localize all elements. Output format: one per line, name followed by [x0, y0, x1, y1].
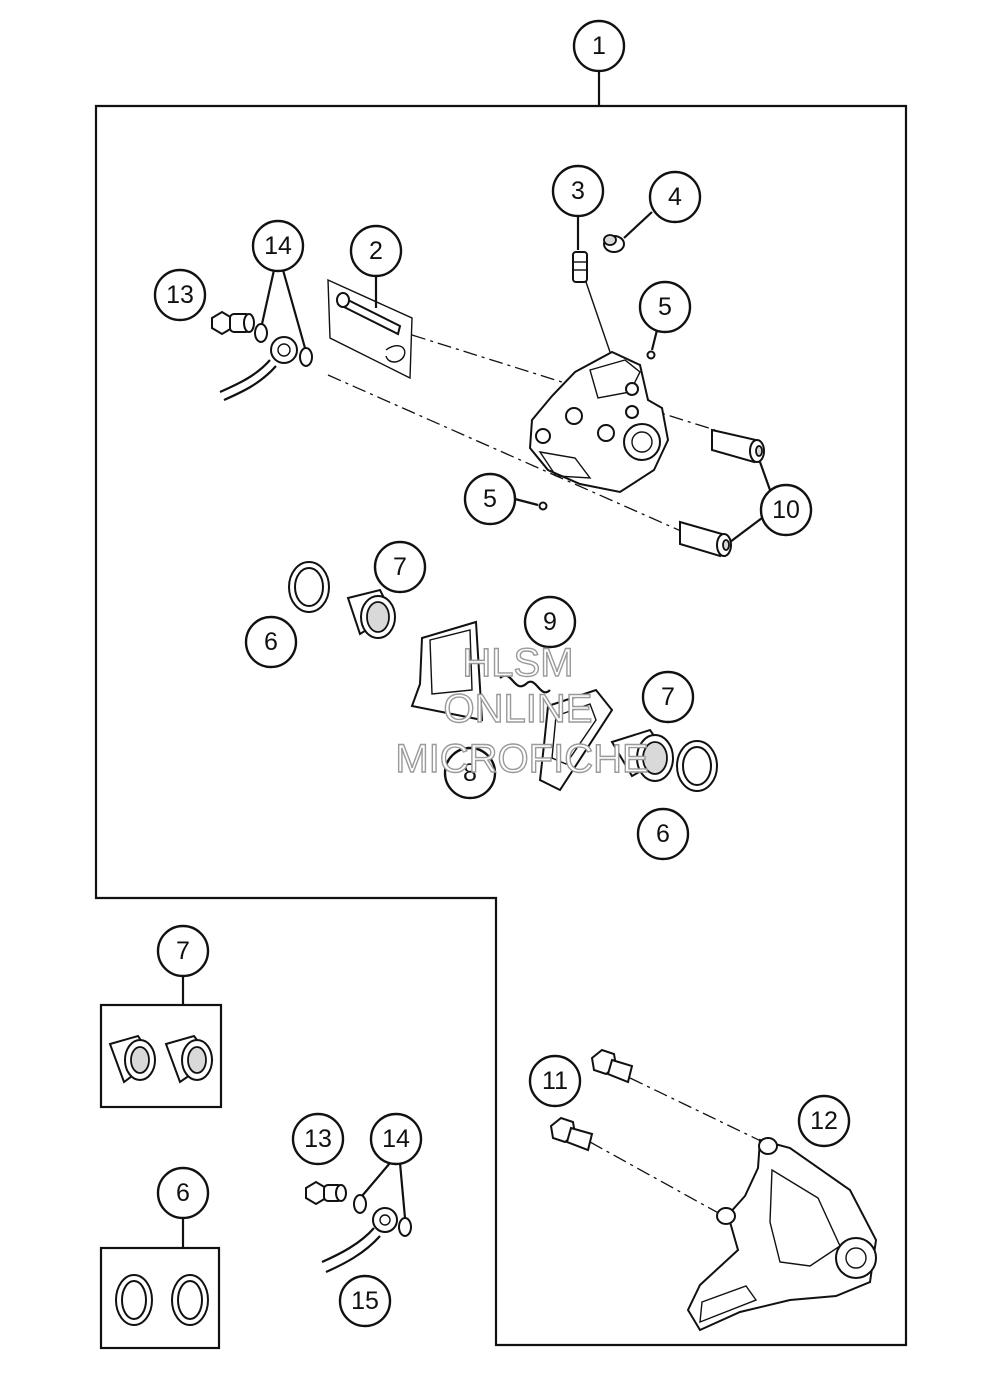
leader-10: [729, 517, 763, 543]
bleed-cap-part: [603, 234, 625, 253]
piston-part: [346, 588, 396, 639]
svg-text:6: 6: [656, 820, 670, 848]
svg-text:14: 14: [382, 1125, 410, 1153]
guide-line: [327, 374, 691, 536]
callout-9: 9: [523, 595, 577, 649]
callout-8: 8: [443, 746, 497, 800]
svg-text:13: 13: [166, 281, 194, 309]
callout-14: 14: [369, 1112, 423, 1166]
brake-pad-part: [538, 688, 614, 792]
callout-7: 7: [641, 670, 695, 724]
piston-part: [610, 728, 674, 782]
callout-5: 5: [463, 472, 517, 526]
piston-part: [164, 1034, 214, 1084]
svg-text:7: 7: [661, 683, 675, 711]
svg-text:2: 2: [369, 237, 383, 265]
callout-10: 10: [759, 483, 813, 537]
callout-7: 7: [373, 540, 427, 594]
leader-14: [361, 1162, 391, 1197]
callout-3: 3: [551, 164, 605, 218]
callout-6: 6: [244, 615, 298, 669]
svg-text:HLSM: HLSM: [462, 641, 573, 685]
svg-text:13: 13: [304, 1125, 332, 1153]
leader-14: [281, 269, 307, 349]
piston-kit-box: [99, 1003, 223, 1109]
callout-15: 15: [338, 1274, 392, 1328]
callout-1: 1: [572, 19, 626, 73]
svg-text:4: 4: [668, 183, 682, 211]
svg-text:5: 5: [483, 485, 497, 513]
leader-10: [758, 461, 772, 491]
o-ring-part: [538, 501, 548, 511]
seal-ring-part: [299, 347, 313, 367]
mounting-bolt-part: [590, 1048, 634, 1084]
bleed-valve-part: [572, 251, 611, 353]
leader-5: [514, 497, 539, 507]
callout-2: 2: [349, 224, 403, 278]
svg-text:3: 3: [571, 177, 585, 205]
leader-4: [623, 211, 653, 239]
caliper-bracket-part: [686, 1137, 878, 1332]
pad-spring-part: [499, 674, 551, 694]
callout-6: 6: [156, 1166, 210, 1220]
mounting-bolt-part: [549, 1116, 594, 1152]
svg-text:6: 6: [264, 628, 278, 656]
svg-text:1: 1: [592, 32, 606, 60]
banjo-bolt-part: [211, 310, 255, 336]
guide-line: [411, 334, 716, 431]
seal-kit-box: [99, 1246, 221, 1350]
callout-14: 14: [251, 219, 305, 273]
callout-5: 5: [638, 280, 692, 334]
svg-text:12: 12: [810, 1107, 838, 1135]
svg-text:6: 6: [176, 1179, 190, 1207]
callout-6: 6: [636, 807, 690, 861]
banjo-bolt-part: [305, 1180, 347, 1206]
svg-text:8: 8: [463, 759, 477, 787]
callout-4: 4: [648, 170, 702, 224]
guide-line: [629, 1077, 766, 1144]
svg-text:9: 9: [543, 608, 557, 636]
piston-part: [108, 1034, 156, 1084]
svg-text:7: 7: [176, 937, 190, 965]
guide-sleeve-part: [679, 520, 732, 558]
svg-text:MICROFICHE: MICROFICHE: [395, 737, 648, 781]
callout-13: 13: [153, 268, 207, 322]
svg-text:14: 14: [264, 232, 292, 260]
svg-text:ONLINE: ONLINE: [444, 687, 593, 731]
svg-text:10: 10: [772, 496, 800, 524]
callout-7: 7: [156, 924, 210, 978]
callout-12: 12: [797, 1094, 851, 1148]
svg-text:15: 15: [351, 1287, 379, 1315]
callout-11: 11: [528, 1054, 582, 1108]
guide-pin-kit-part: [327, 278, 413, 380]
piston-seal-part: [676, 740, 718, 792]
guide-sleeve-part: [711, 428, 765, 464]
seal-ring-part: [398, 1217, 412, 1237]
assembly-frame: [94, 104, 908, 1347]
guide-line: [589, 1141, 723, 1216]
o-ring-part: [646, 350, 656, 360]
watermark: HLSM ONLINE MICROFICHE: [395, 640, 650, 781]
brake-hose-part: [219, 336, 298, 402]
piston-seal-part: [115, 1274, 153, 1326]
seal-ring-part: [353, 1194, 367, 1214]
leader-14: [260, 269, 276, 325]
brake-pad-part: [410, 620, 484, 722]
brake-caliper-body: [528, 350, 670, 494]
svg-text:11: 11: [542, 1067, 568, 1095]
piston-seal-part: [288, 561, 330, 613]
callout-13: 13: [291, 1112, 345, 1166]
brake-hose-part: [321, 1207, 398, 1274]
leader-5: [650, 329, 659, 351]
seal-ring-part: [254, 323, 268, 343]
svg-text:5: 5: [658, 293, 672, 321]
leader-14: [398, 1162, 407, 1219]
piston-seal-part: [171, 1274, 209, 1326]
svg-text:7: 7: [393, 553, 407, 581]
